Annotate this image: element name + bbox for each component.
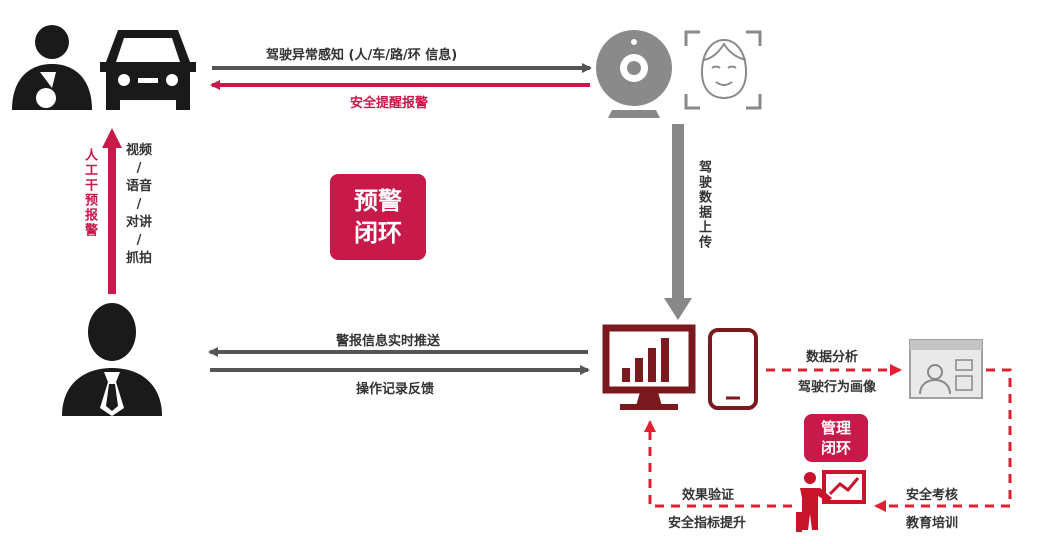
media-label-item: 视频 [125, 143, 152, 158]
analysis-label: 数据分析 [806, 350, 859, 365]
presenter-icon [796, 470, 866, 532]
media-label-list: 视频 / 语音 / 对讲 / 抓拍 [124, 142, 154, 268]
monitor-chart-icon [602, 324, 696, 410]
training-label: 教育培训 [906, 516, 959, 531]
phone-icon [708, 328, 758, 410]
warning-loop-badge: 预警 闭环 [330, 174, 426, 260]
management-loop-path [644, 364, 1012, 512]
media-label-item: 对讲 [125, 215, 152, 230]
warning-loop-line: 闭环 [354, 219, 402, 247]
management-loop-line: 管理 [820, 419, 851, 437]
alert-link-label: 安全提醒报警 [350, 96, 429, 111]
operator-icon [62, 303, 162, 416]
profile-window-icon [909, 339, 983, 399]
media-label-item: 抓拍 [125, 251, 152, 266]
driver-icon [12, 25, 92, 110]
management-loop-badge: 管理 闭环 [804, 414, 868, 462]
media-label-item: / [136, 233, 142, 248]
verify-label: 效果验证 [682, 488, 735, 503]
media-label-item: / [136, 161, 142, 176]
push-label: 警报信息实时推送 [336, 334, 441, 349]
feedback-label: 操作记录反馈 [356, 382, 435, 397]
indicator-label: 安全指标提升 [668, 516, 747, 531]
intervention-label: 人工干预报警 [82, 148, 97, 238]
management-loop-line: 闭环 [820, 439, 851, 457]
camera-icon [596, 30, 672, 118]
exam-label: 安全考核 [906, 488, 959, 503]
upper-link-label: 驾驶异常感知 (人/车/路/环 信息) [266, 48, 458, 63]
car-icon [100, 30, 196, 110]
media-label-item: / [136, 197, 142, 212]
media-label-item: 语音 [125, 179, 152, 194]
upload-label: 驾驶数据上传 [696, 160, 711, 250]
profile-label: 驾驶行为画像 [798, 380, 877, 395]
upload-arrow-head [664, 298, 692, 320]
face-scan-icon [684, 30, 762, 110]
intervention-arrow-head [102, 128, 122, 148]
warning-loop-line: 预警 [354, 187, 402, 215]
